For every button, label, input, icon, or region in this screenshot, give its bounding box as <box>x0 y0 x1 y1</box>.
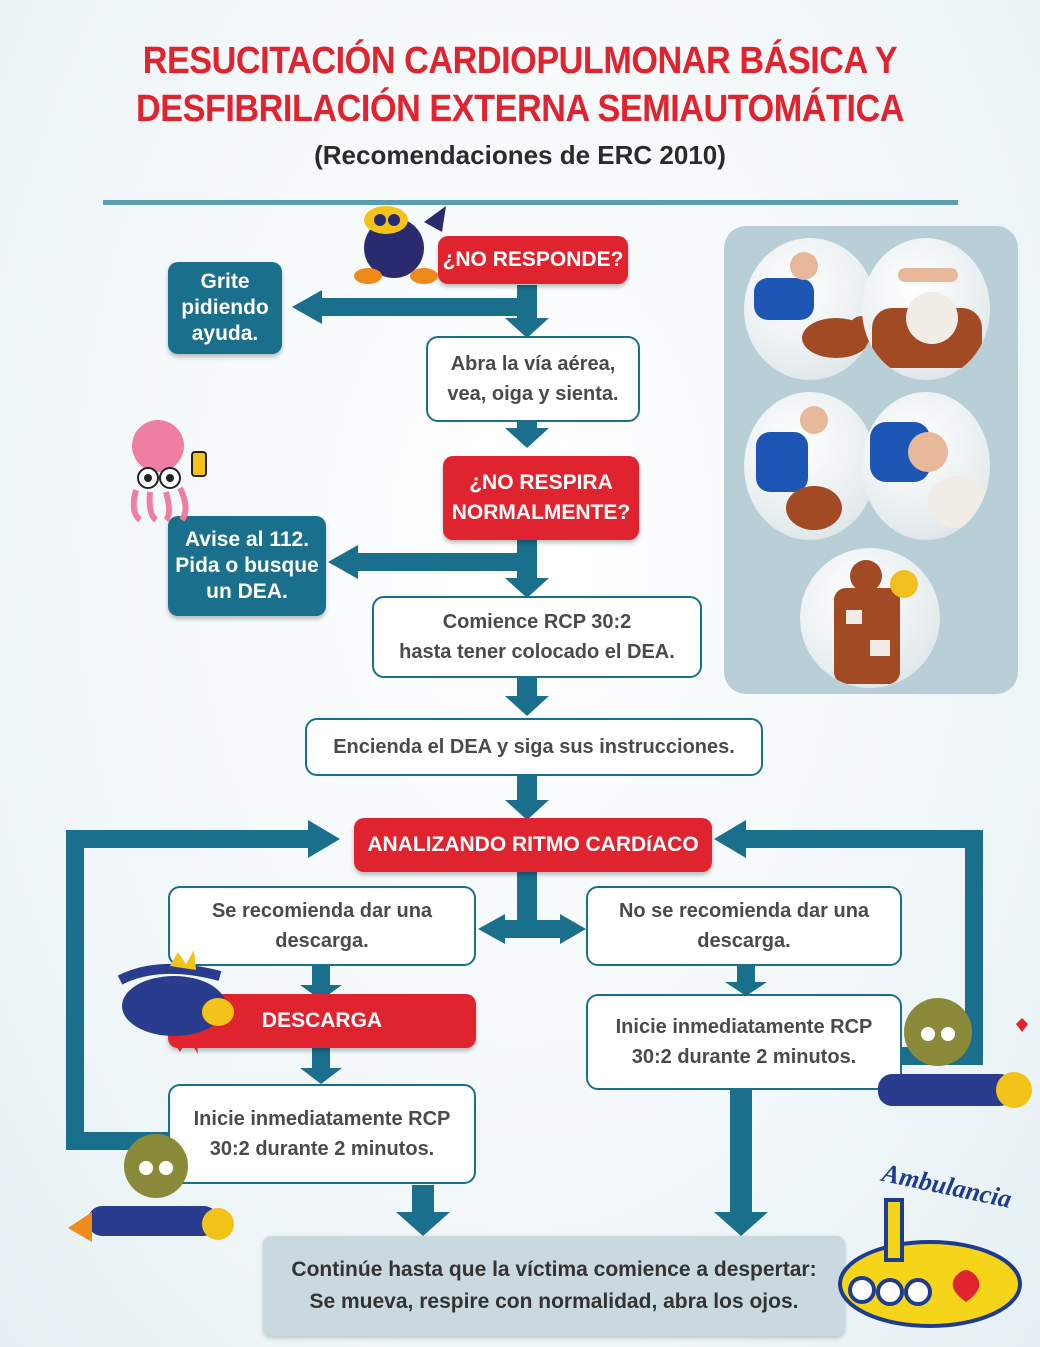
split-head-right <box>560 914 586 944</box>
photo-check-response <box>744 238 876 380</box>
step-inicie-left-line1: Inicie inmediatamente RCP <box>193 1108 451 1130</box>
arrow-head-1 <box>505 318 549 338</box>
loop-right-head <box>714 820 746 858</box>
photo-open-airway <box>862 238 990 380</box>
step-no-se-recomienda: No se recomienda dar una descarga. <box>586 886 902 966</box>
arrow-left-col-2-head <box>300 1068 342 1084</box>
header-divider <box>103 200 958 205</box>
step-inicie-left-line2: 30:2 durante 2 minutos. <box>209 1138 435 1160</box>
arrow-left-grite-head <box>292 290 322 324</box>
arrow-right-col-2-head <box>714 1212 768 1236</box>
step-grite: Grite pidiendo ayuda. <box>168 262 282 354</box>
arrow-right-col-2 <box>730 1090 752 1220</box>
page-subtitle: (Recomendaciones de ERC 2010) <box>314 140 726 170</box>
split-stem <box>517 870 537 930</box>
step-se-recomienda-line1: Se recomienda dar una <box>211 900 433 922</box>
shocked-mascot-icon <box>117 950 234 1054</box>
step-avise-112: Avise al 112. Pida o busque un DEA. <box>168 516 326 616</box>
aed-icon <box>834 560 918 684</box>
step-grite-line1: Grite <box>200 270 250 293</box>
photo-compressions <box>744 392 876 540</box>
arrow-head-2 <box>505 428 549 448</box>
step-comience-line1: Comience RCP 30:2 <box>442 611 632 633</box>
step-encienda-dea: Encienda el DEA y siga sus instrucciones… <box>305 718 763 776</box>
arrow-head-5 <box>505 800 549 820</box>
step-grite-line3: ayuda. <box>191 322 259 345</box>
step-inicie-right-line2: 30:2 durante 2 minutos. <box>631 1046 857 1068</box>
airway-icon <box>872 268 982 368</box>
step-comience-line2: hasta tener colocado el DEA. <box>399 641 675 663</box>
page-title-line1: RESUCITACIÓN CARDIOPULMONAR BÁSICA Y <box>142 40 898 82</box>
arrow-left-col-2 <box>312 1048 330 1072</box>
step-no-respira-line2: NORMALMENTE? <box>451 501 631 524</box>
step-no-se-recomienda-line2: descarga. <box>697 930 791 952</box>
arrow-left-col-3-head <box>396 1212 450 1236</box>
step-analizando: ANALIZANDO RITMO CARDíACO <box>354 818 712 872</box>
split-bar <box>500 920 570 938</box>
photo-aed <box>800 548 940 688</box>
step-descarga-label: DESCARGA <box>261 1009 383 1032</box>
arrow-left-col-1-head <box>300 985 342 1000</box>
loop-left-top <box>66 830 316 848</box>
diver-mascot-left-icon <box>68 1134 234 1242</box>
step-no-se-recomienda-line1: No se recomienda dar una <box>618 900 870 922</box>
step-no-responde-label: ¿NO RESPONDE? <box>442 248 624 271</box>
arrow-left-avise-head <box>328 545 358 579</box>
penguin-mascot-icon <box>354 206 446 284</box>
step-continue-line1: Continúe hasta que la víctima comience a… <box>291 1258 817 1281</box>
loop-left-vertical <box>66 830 84 1150</box>
step-se-recomienda-line2: descarga. <box>275 930 369 952</box>
step-grite-line2: pidiendo <box>181 296 269 319</box>
step-comience-rcp: Comience RCP 30:2 hasta tener colocado e… <box>372 596 702 678</box>
diver-mascot-right-icon <box>878 998 1032 1108</box>
step-se-recomienda: Se recomienda dar una descarga. <box>168 886 476 966</box>
arrow-right-col-1-head <box>725 982 767 996</box>
step-no-respira-line1: ¿NO RESPIRA <box>469 471 613 494</box>
step-abra-line1: Abra la vía aérea, <box>450 353 616 375</box>
arrow-head-3 <box>505 578 549 598</box>
loop-right-top <box>735 830 983 848</box>
step-continue-line2: Se mueva, respire con normalidad, abra l… <box>309 1290 799 1313</box>
step-abra-via-aerea: Abra la vía aérea, vea, oiga y sienta. <box>426 336 640 422</box>
photo-breaths <box>862 392 990 540</box>
step-continue: Continúe hasta que la víctima comience a… <box>263 1236 845 1336</box>
step-no-respira: ¿NO RESPIRA NORMALMENTE? <box>443 456 639 540</box>
squid-mascot-icon <box>130 420 207 523</box>
step-encienda-label: Encienda el DEA y siga sus instrucciones… <box>333 736 735 758</box>
page-title-line2: DESFIBRILACIÓN EXTERNA SEMIAUTOMÁTICA <box>135 88 905 130</box>
step-abra-line2: vea, oiga y sienta. <box>447 383 619 405</box>
split-head-left <box>478 914 505 944</box>
arrow-left-avise-shaft <box>350 553 527 571</box>
loop-left-head <box>308 820 340 858</box>
submarine-ambulance-icon: Ambulancia <box>838 1160 1022 1328</box>
step-no-responde: ¿NO RESPONDE? <box>438 236 628 284</box>
step-inicie-rcp-right: Inicie inmediatamente RCP 30:2 durante 2… <box>586 994 902 1090</box>
rescuer-icon <box>754 252 876 358</box>
arrow-head-4 <box>505 696 549 716</box>
step-avise-line1: Avise al 112. <box>184 528 310 551</box>
compression-icon <box>756 406 842 530</box>
loop-right-vertical <box>965 830 983 1065</box>
arrow-left-col-3 <box>412 1185 434 1219</box>
breath-icon <box>870 422 988 528</box>
arrow-left-col-1 <box>312 965 330 989</box>
step-avise-line3: un DEA. <box>206 580 288 603</box>
arrow-left-grite-shaft <box>315 298 527 316</box>
step-avise-line2: Pida o busque <box>175 554 319 577</box>
step-inicie-rcp-left: Inicie inmediatamente RCP 30:2 durante 2… <box>168 1084 476 1184</box>
step-analizando-label: ANALIZANDO RITMO CARDíACO <box>367 833 699 856</box>
arrow-right-col-1 <box>737 965 755 987</box>
step-inicie-right-line1: Inicie inmediatamente RCP <box>615 1016 873 1038</box>
